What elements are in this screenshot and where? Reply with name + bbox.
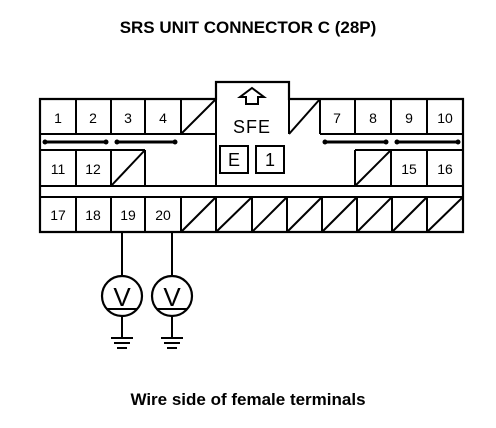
terminal-number: 20	[155, 207, 171, 223]
diagram-caption: Wire side of female terminals	[130, 390, 366, 409]
key-box-right	[255, 145, 285, 174]
blank-diagonal	[426, 196, 464, 233]
voltmeter-symbol: V	[113, 282, 131, 312]
shorting-bar-end	[455, 139, 461, 145]
blank-diagonal	[286, 196, 323, 233]
terminal-number: 4	[159, 110, 167, 126]
diagram-title: SRS UNIT CONNECTOR C (28P)	[119, 18, 377, 37]
terminal-number: 12	[85, 161, 101, 177]
terminal-number: 1	[54, 110, 62, 126]
blank-diagonal	[110, 149, 146, 187]
terminal-number: 11	[51, 161, 66, 177]
key-label: SFE	[233, 117, 271, 137]
terminal-number: 17	[50, 207, 66, 223]
key-box-left	[219, 145, 249, 174]
shorting-bar-end	[383, 139, 389, 145]
terminal-number: 10	[437, 110, 453, 126]
shorting-bar-end	[114, 139, 120, 145]
blank-diagonal	[180, 196, 217, 233]
terminal-number: 9	[405, 110, 413, 126]
terminal-number: 15	[401, 161, 417, 177]
terminal-number: 18	[85, 207, 101, 223]
shorting-bar-end	[394, 139, 400, 145]
key-box-left-label: E	[228, 150, 240, 170]
shorting-bar-end	[172, 139, 178, 145]
terminal-number: 16	[437, 161, 453, 177]
terminal-number: 7	[333, 110, 341, 126]
blank-diagonal	[288, 98, 321, 135]
blank-diagonal	[391, 196, 428, 233]
terminal-number: 19	[120, 207, 136, 223]
key-arrow-icon	[237, 86, 267, 105]
voltmeter-symbol: V	[163, 282, 181, 312]
blank-diagonal	[356, 196, 393, 233]
key-box-right-label: 1	[265, 150, 275, 170]
shorting-bar-end	[42, 139, 48, 145]
blank-diagonal	[180, 98, 217, 135]
ground-icon	[161, 337, 183, 349]
ground-icon	[111, 337, 133, 349]
blank-diagonal	[321, 196, 358, 233]
shorting-bar-end	[322, 139, 328, 145]
blank-diagonal	[251, 196, 288, 233]
blank-diagonal	[354, 149, 392, 187]
terminal-number: 2	[89, 110, 97, 126]
shorting-bar-end	[103, 139, 109, 145]
terminal-number: 8	[369, 110, 377, 126]
terminal-number: 3	[124, 110, 132, 126]
blank-diagonal	[215, 196, 253, 233]
